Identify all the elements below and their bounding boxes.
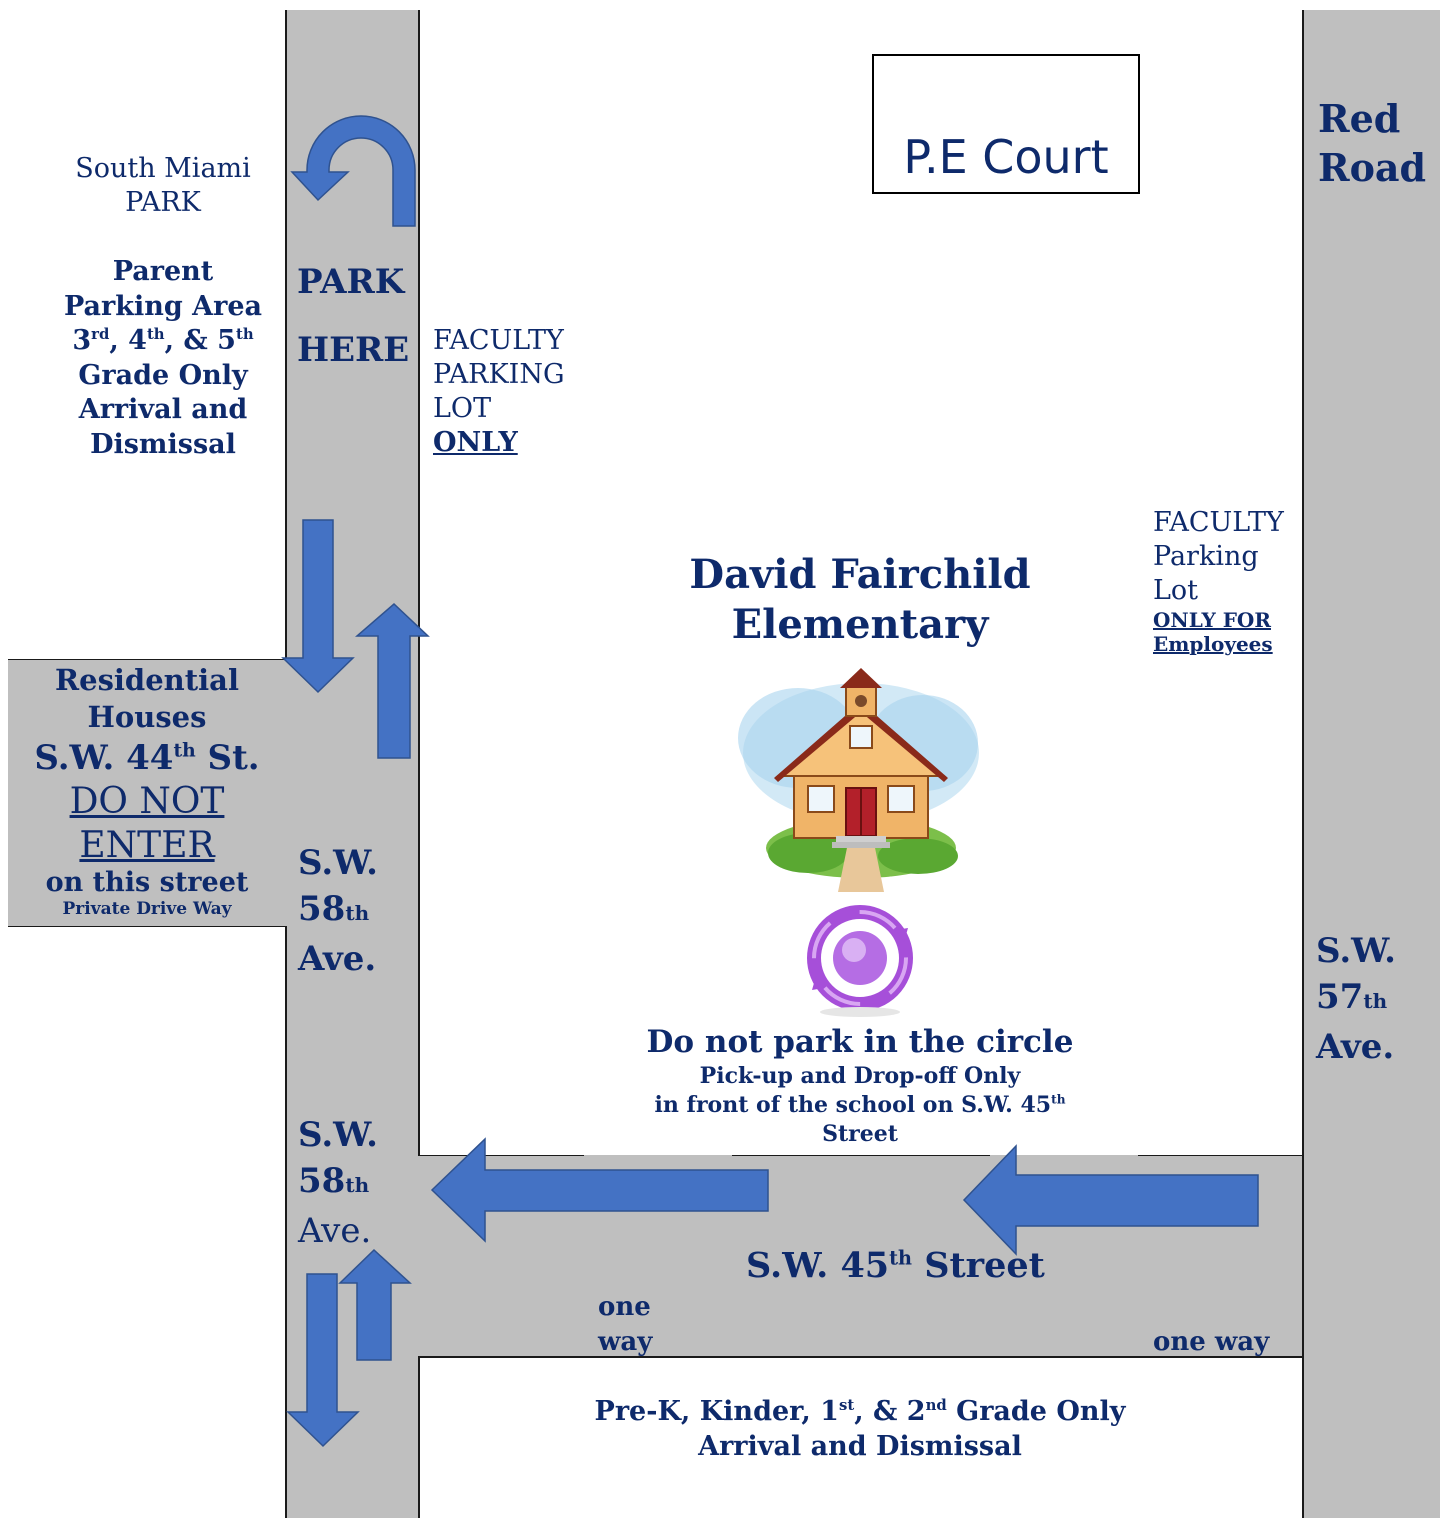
road-edge (418, 10, 420, 1155)
road-edge (1302, 10, 1304, 1518)
left-arrow-icon (962, 1144, 1259, 1256)
road-edge (418, 1357, 420, 1518)
lower-grades-label: Pre-K, Kinder, 1st, & 2nd Grade Only Arr… (594, 1396, 1126, 1462)
u-turn-arrow-icon (290, 115, 416, 227)
red-road-label: Red Road (1318, 96, 1427, 190)
road-edge (8, 659, 286, 660)
faculty-parking-lot-label: FACULTY PARKING LOT ONLY (433, 325, 565, 458)
road-edge (732, 1155, 990, 1156)
park-here-label: PARK HERE (297, 262, 410, 370)
south-miami-park-label: South Miami PARK (75, 153, 251, 218)
one-way-label: one way (598, 1292, 653, 1357)
circle-drive-icon (807, 905, 913, 1017)
schoolhouse-illustration (738, 668, 979, 892)
circle-notice: Do not park in the circle Pick-up and Dr… (646, 1024, 1074, 1147)
pe-court-label: P.E Court (903, 130, 1109, 184)
parent-parking-area-label: Parent Parking Area 3rd, 4th, & 5th Grad… (40, 255, 286, 462)
down-arrow-icon (286, 1273, 360, 1448)
sw-45th-street-label: S.W. 45th Street (746, 1245, 1045, 1286)
sw-58th-ave-label: S.W. 58th Ave. (298, 843, 378, 979)
school-name: David Fairchild Elementary (689, 551, 1031, 648)
parent-parking-grades: 3rd, 4th, & 5th (72, 325, 254, 356)
red-road (1303, 10, 1440, 1518)
road-edge (285, 926, 287, 1518)
road-edge (1138, 1155, 1303, 1156)
sw-57th-ave-label: S.W. 57th Ave. (1316, 931, 1396, 1067)
sw-58th-ave-road (286, 10, 418, 1518)
road-edge (8, 926, 286, 927)
up-arrow-icon (354, 602, 430, 759)
one-way-label-right: one way (1153, 1327, 1270, 1357)
road-edge (418, 1356, 1303, 1358)
left-arrow-icon (430, 1137, 769, 1243)
down-arrow-icon (281, 519, 355, 694)
up-arrow-icon (338, 1248, 412, 1361)
sw-44th-st-label: S.W. 44th St. (34, 738, 260, 778)
pe-court: P.E Court (872, 54, 1140, 194)
road-edge (285, 10, 287, 660)
faculty-parking-employees-label: FACULTY Parking Lot ONLY FOR Employees (1153, 507, 1284, 656)
sw-58th-ave-label-lower: S.W. 58th Ave. (298, 1115, 378, 1251)
road-edge (418, 1155, 584, 1156)
sw-44th-st-road (8, 660, 286, 926)
residential-houses-label: Residential Houses S.W. 44th St. DO NOT … (8, 662, 286, 920)
